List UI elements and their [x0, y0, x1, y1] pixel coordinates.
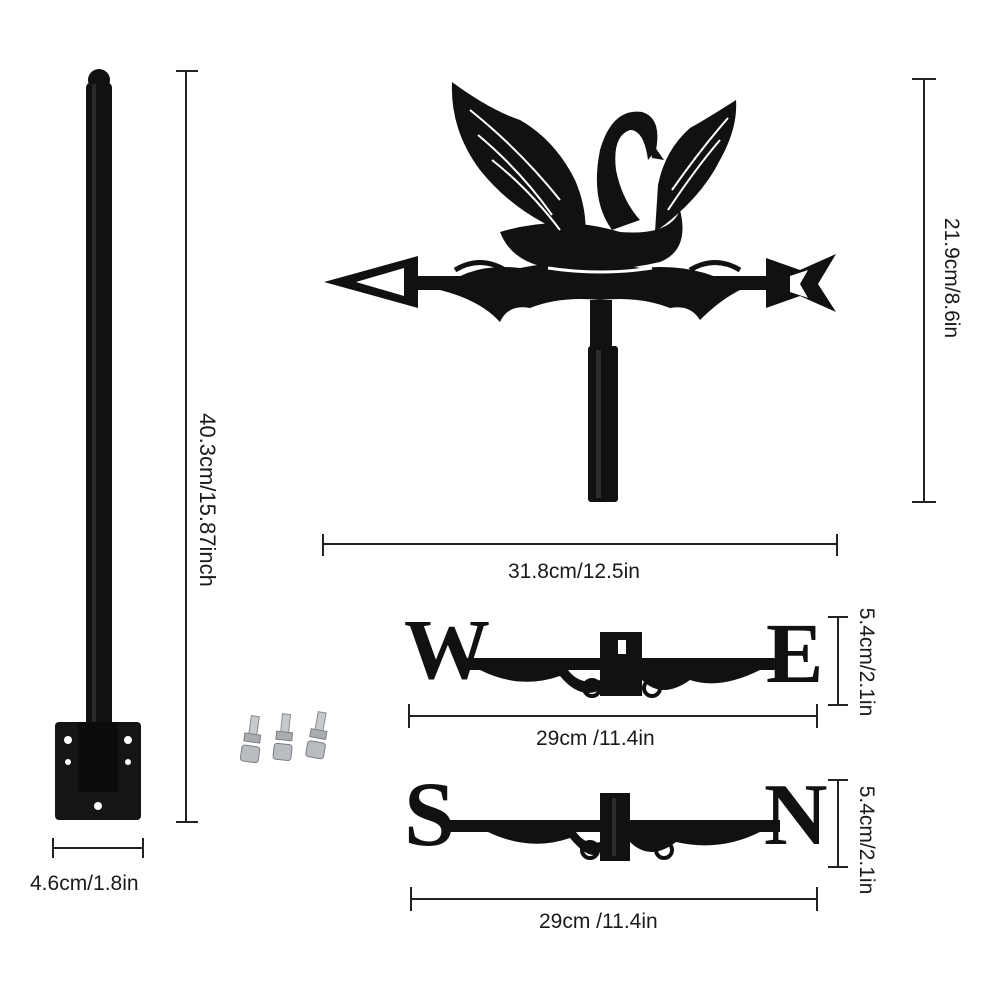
letter-east: E	[766, 605, 824, 701]
vane-width-label: 31.8cm/12.5in	[508, 560, 640, 583]
base-width-dimension	[52, 838, 144, 858]
sn-width-dimension	[410, 887, 818, 911]
sn-height-label: 5.4cm/2.1in	[855, 785, 878, 895]
pole-icon	[55, 69, 141, 820]
we-height-label: 5.4cm/2.1in	[855, 607, 878, 717]
swan-weathervane-icon	[324, 82, 836, 502]
pole-height-dimension	[176, 70, 198, 823]
vane-width-dimension	[322, 534, 838, 556]
letter-south: S	[404, 763, 456, 865]
sn-height-dimension	[828, 779, 848, 868]
vane-height-label: 21.9cm/8.6in	[940, 217, 963, 339]
we-width-dimension	[408, 704, 818, 728]
bolt-icon	[239, 711, 328, 764]
direction-arm-sn	[450, 793, 780, 861]
direction-arm-we	[460, 632, 778, 698]
letter-north: N	[764, 767, 828, 864]
we-height-dimension	[828, 616, 848, 706]
letter-west: W	[404, 601, 490, 697]
we-width-label: 29cm /11.4in	[536, 727, 655, 750]
vane-height-dimension	[912, 78, 936, 503]
pole-height-label: 40.3cm/15.87inch	[195, 413, 220, 587]
base-width-label: 4.6cm/1.8in	[30, 872, 139, 895]
sn-width-label: 29cm /11.4in	[539, 910, 658, 933]
